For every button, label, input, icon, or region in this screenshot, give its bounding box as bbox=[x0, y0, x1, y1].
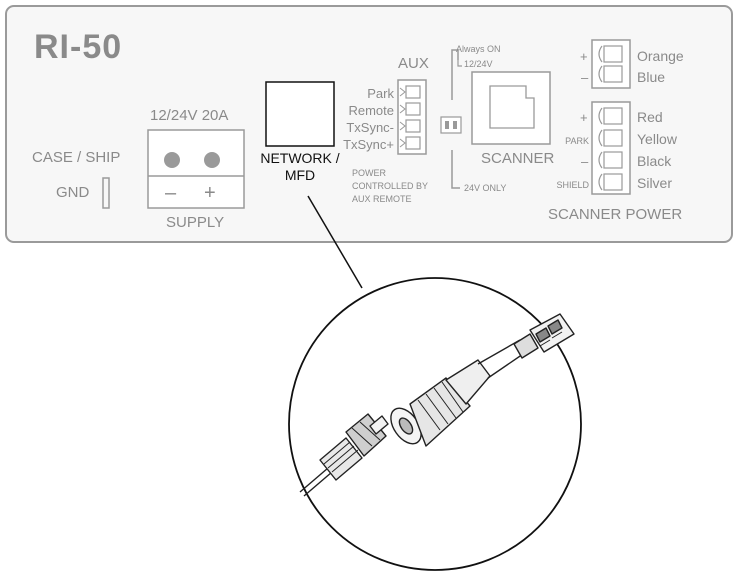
supply-label: SUPPLY bbox=[166, 214, 224, 231]
case-ship-label: CASE / SHIP bbox=[32, 149, 120, 166]
device-title: RI-50 bbox=[34, 28, 122, 66]
switch-label-always-on: Always ON bbox=[456, 44, 501, 54]
wire-yellow-label: Yellow bbox=[637, 131, 678, 147]
scanner-power-park-label: PARK bbox=[565, 136, 589, 146]
supply-screw-negative bbox=[164, 152, 180, 168]
aux-pin-remote: Remote bbox=[348, 103, 394, 118]
power-select-switch bbox=[440, 49, 462, 189]
scanner-power-top-pin-1 bbox=[603, 45, 623, 63]
scanner-label: SCANNER bbox=[481, 150, 555, 167]
scanner-power-bottom-plus: + bbox=[580, 110, 588, 125]
aux-pin-txsync-minus: TxSync- bbox=[346, 120, 394, 135]
scanner-power-bottom-clips bbox=[598, 107, 603, 191]
supply-terminal-block bbox=[147, 129, 245, 209]
network-label-line1: NETWORK / bbox=[260, 150, 339, 166]
scanner-power-bottom-pin-4 bbox=[603, 173, 623, 191]
scanner-power-top-pin-2 bbox=[603, 65, 623, 83]
callout-line bbox=[307, 195, 363, 289]
network-label-line2: MFD bbox=[285, 167, 315, 183]
supply-minus-label: – bbox=[165, 182, 177, 204]
scanner-power-shield-label: SHIELD bbox=[556, 180, 589, 190]
aux-note-line2: CONTROLLED BY bbox=[352, 181, 428, 191]
aux-note-line1: POWER bbox=[352, 168, 387, 178]
aux-pins bbox=[399, 85, 421, 150]
scanner-power-title: SCANNER POWER bbox=[548, 206, 682, 223]
scanner-power-top-clips bbox=[598, 45, 603, 83]
scanner-power-bottom-pin-2 bbox=[603, 129, 623, 147]
scanner-power-bottom-pin-3 bbox=[603, 151, 623, 169]
scanner-rj45-shape bbox=[489, 85, 535, 129]
gnd-terminal bbox=[102, 177, 110, 209]
scanner-power-top-block bbox=[591, 39, 631, 89]
aux-pin-txsync-plus: TxSync+ bbox=[343, 137, 394, 152]
network-cable-illustration bbox=[299, 313, 575, 497]
network-port bbox=[265, 81, 335, 147]
aux-terminal-block bbox=[397, 79, 427, 155]
wire-blue-label: Blue bbox=[637, 69, 665, 85]
switch-label-12-24v: 12/24V bbox=[464, 59, 493, 69]
supply-rating-label: 12/24V 20A bbox=[150, 107, 228, 124]
supply-plus-label: + bbox=[204, 182, 216, 204]
scanner-power-top-plus: + bbox=[580, 49, 588, 64]
wire-red-label: Red bbox=[637, 109, 663, 125]
wire-silver-label: Silver bbox=[637, 175, 672, 191]
scanner-power-bottom-pin-1 bbox=[603, 107, 623, 125]
wire-orange-label: Orange bbox=[637, 48, 684, 64]
wire-black-label: Black bbox=[637, 153, 672, 169]
switch-label-24v-only: 24V ONLY bbox=[464, 183, 506, 193]
scanner-power-top-minus: – bbox=[581, 70, 589, 85]
scanner-power-bottom-block bbox=[591, 101, 631, 195]
aux-pin-park: Park bbox=[367, 86, 394, 101]
aux-title: AUX bbox=[398, 55, 429, 72]
gnd-label: GND bbox=[56, 184, 90, 201]
supply-screw-positive bbox=[204, 152, 220, 168]
scanner-port bbox=[471, 71, 551, 145]
aux-note-line3: AUX REMOTE bbox=[352, 194, 412, 204]
scanner-power-bottom-minus: – bbox=[581, 154, 589, 169]
